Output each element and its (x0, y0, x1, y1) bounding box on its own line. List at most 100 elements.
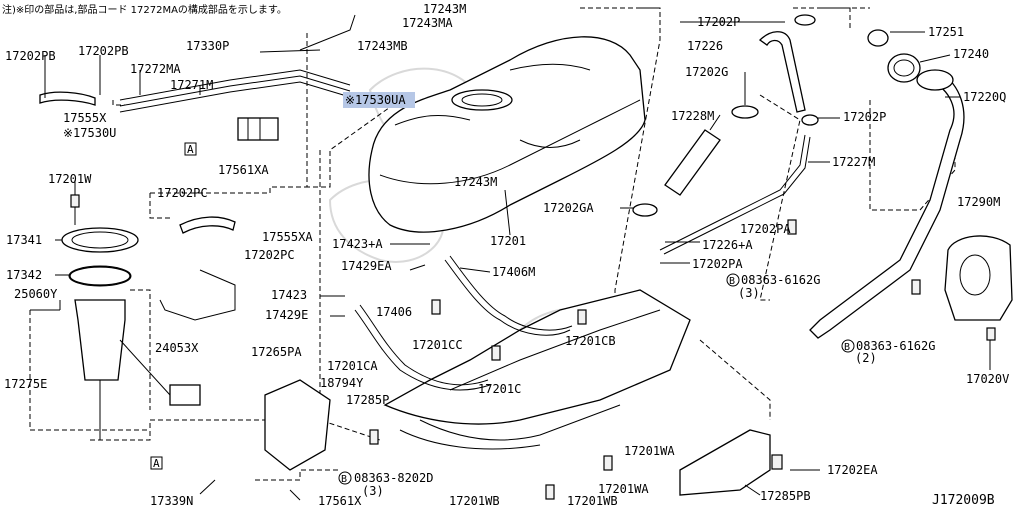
ref-box-a2 (150, 456, 163, 470)
label-17202pc-a: 17202PC (157, 186, 208, 200)
label-17201wa-a: 17201WA (624, 444, 675, 458)
bracket-17265pa (264, 379, 331, 471)
label-08363-6162g-b: 08363-6162G (856, 339, 935, 353)
label-17423a: 17423+A (332, 237, 383, 251)
label-circle-b-1: B (341, 474, 347, 485)
label-17220q: 17220Q (963, 90, 1006, 104)
label-17285p: 17285P (346, 393, 389, 407)
label-17202p-b: 17202P (843, 110, 886, 124)
label-17429ea: 17429EA (341, 259, 392, 273)
label-17201cc: 17201CC (412, 338, 463, 352)
label-17243ma: 17243MA (402, 16, 453, 30)
circle-b-marker-2 (726, 273, 740, 287)
tank-band-17406 (354, 304, 491, 391)
hose-17228m (664, 129, 721, 196)
note-text: 注)※印の部品は,部品コード 17272MAの構成部品を示します。 (2, 3, 287, 16)
label-17265pa: 17265PA (251, 345, 302, 359)
label-17339n: 17339N (150, 494, 193, 508)
label-17561xa: 17561XA (218, 163, 269, 177)
label-17020v: 17020V (966, 372, 1009, 386)
hose-17226 (758, 31, 806, 113)
label-17243mb: 17243MB (357, 39, 408, 53)
filler-cap (867, 29, 889, 47)
label-17275e: 17275E (4, 377, 47, 391)
label-17201w: 17201W (48, 172, 92, 186)
seal-ring-17342 (68, 265, 132, 287)
circle-b-marker-1 (338, 471, 352, 485)
fuel-pump-assembly (61, 227, 201, 440)
clip-17561xa (237, 117, 279, 141)
wire-harness-24053x (159, 269, 236, 321)
label-17243m-a: 17243M (423, 2, 466, 16)
label-17429e: 17429E (265, 308, 308, 322)
filler-ring (887, 53, 921, 83)
label-08363-6162g-a: 08363-6162G (741, 273, 820, 287)
filler-lid-housing (944, 235, 1013, 321)
fuel-tank (368, 36, 646, 233)
label-17341: 17341 (6, 233, 42, 247)
label-08363-8202d: 08363-8202D (354, 471, 433, 485)
label-17342: 17342 (6, 268, 42, 282)
circle-b-marker-3 (841, 339, 855, 353)
tank-protector (383, 289, 691, 450)
hose-clamps (632, 14, 819, 217)
label-25060y: 25060Y (14, 287, 58, 301)
bracket-17285pb (679, 429, 771, 496)
label-17228m: 17228M (671, 109, 714, 123)
label-17423: 17423 (271, 288, 307, 302)
label-17202ga: 17202GA (543, 201, 594, 215)
label-17285pb: 17285PB (760, 489, 811, 503)
label-circle-b-3: B (844, 342, 850, 353)
label-17202pa-b: 17202PA (692, 257, 743, 271)
label-17201ca: 17201CA (327, 359, 378, 373)
label-qty-2: (2) (855, 351, 877, 365)
label-17272ma: 17272MA (130, 62, 181, 76)
label-17406m: 17406M (492, 265, 535, 279)
label-17201c: 17201C (478, 382, 521, 396)
label-17226: 17226 (687, 39, 723, 53)
label-17243m-b: 17243M (454, 175, 497, 189)
filler-tube (809, 69, 965, 339)
label-17530ua: ※17530UA (345, 93, 406, 107)
label-17202pc-b: 17202PC (244, 248, 295, 262)
label-highlight (343, 92, 415, 108)
label-17271m: 17271M (170, 78, 213, 92)
dashed-outline-pump-box (29, 289, 151, 431)
label-17290m: 17290M (957, 195, 1000, 209)
label-17240: 17240 (953, 47, 989, 61)
ref-box-a1 (184, 142, 197, 156)
vent-lines (119, 14, 356, 113)
label-18794y: 18794Y (320, 376, 364, 390)
ref-label-a1: A (187, 143, 194, 156)
label-circle-b-2: B (729, 276, 735, 287)
dashed-outline-hose-box (90, 30, 401, 481)
bolts (70, 194, 996, 500)
label-17202p-a: 17202P (697, 15, 740, 29)
hose-17227m (659, 134, 811, 255)
hose-17555xa (179, 216, 236, 234)
label-17251: 17251 (928, 25, 964, 39)
label-17530u: ※17530U (63, 126, 116, 140)
label-17406: 17406 (376, 305, 412, 319)
label-17202ea: 17202EA (827, 463, 878, 477)
label-17555x: 17555X (63, 111, 107, 125)
label-17201wb-b: 17201WB (567, 494, 618, 508)
label-17226a: 17226+A (702, 238, 753, 252)
label-qty-3a: (3) (362, 484, 384, 498)
label-qty-3b: (3) (738, 286, 760, 300)
label-17330p: 17330P (186, 39, 229, 53)
ref-label-a2: A (153, 457, 160, 470)
hose-17555x (39, 91, 96, 106)
tank-band-17406m (444, 255, 573, 336)
label-17202g: 17202G (685, 65, 728, 79)
label-17555xa: 17555XA (262, 230, 313, 244)
part-labels: 注)※印の部品は,部品コード 17272MAの構成部品を示します。 J17200… (2, 2, 1009, 508)
label-17201cb: 17201CB (565, 334, 616, 348)
label-17201: 17201 (490, 234, 526, 248)
label-24053x: 24053X (155, 341, 199, 355)
label-17201wb-a: 17201WB (449, 494, 500, 508)
label-17227m: 17227M (832, 155, 875, 169)
label-17202pb-b: 17202PB (78, 44, 129, 58)
label-17201wa-b: 17201WA (598, 482, 649, 496)
